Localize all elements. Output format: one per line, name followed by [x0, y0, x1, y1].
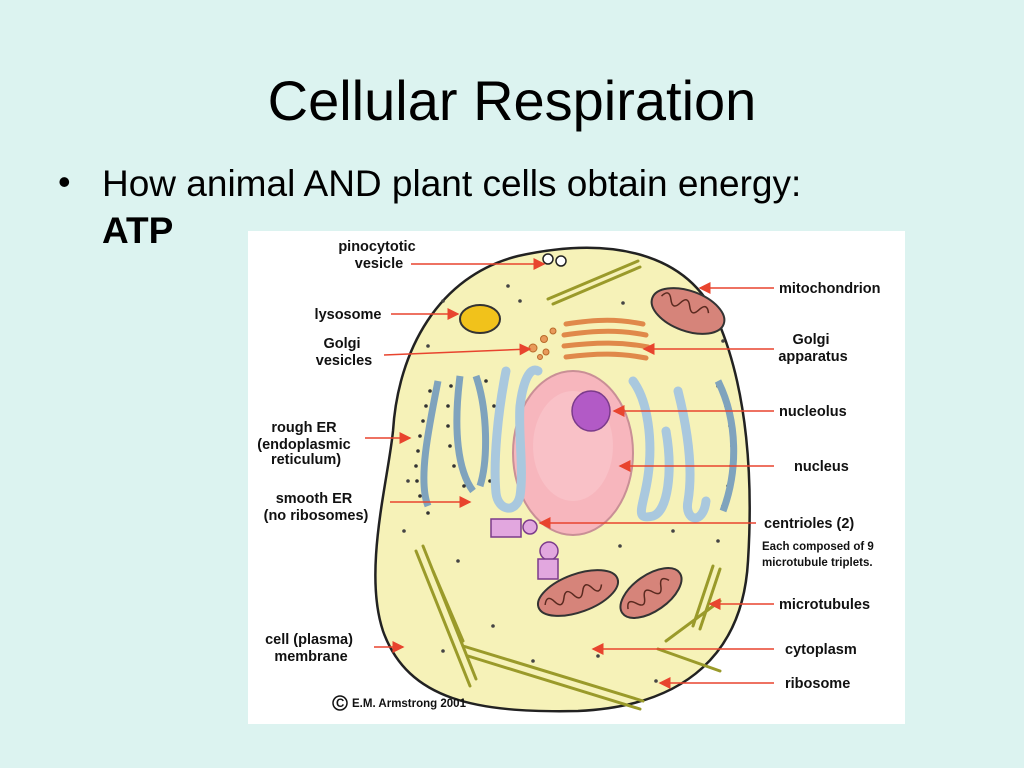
- label-pinocytotic-line2: vesicle: [355, 256, 403, 272]
- label-pinocytotic: pinocytotic vesicle: [338, 239, 419, 272]
- cell-diagram: pinocytotic vesicle lysosome Golgi vesic…: [248, 231, 905, 724]
- label-golgi-apparatus-line1: Golgi: [792, 332, 829, 348]
- label-smooth-er-line1: smooth ER: [276, 491, 353, 507]
- rough-er-right: [714, 379, 738, 513]
- label-ribosome: ribosome: [785, 676, 850, 692]
- centriole-2: [537, 541, 559, 580]
- label-golgi-vesicles: Golgi vesicles: [316, 336, 372, 369]
- label-nucleus: nucleus: [794, 459, 849, 475]
- label-rough-er-line1: rough ER: [271, 420, 337, 436]
- golgi-apparatus: [561, 317, 651, 361]
- label-golgi-apparatus: Golgi apparatus: [778, 332, 847, 365]
- label-cell-membrane: cell (plasma) membrane: [265, 632, 357, 665]
- label-cell-membrane-line2: membrane: [274, 649, 347, 665]
- mitochondrion-right: [619, 567, 683, 619]
- label-rough-er: rough ER (endoplasmic reticulum): [257, 420, 355, 468]
- cytoplasm-ribosomes: [402, 284, 725, 683]
- label-rough-er-line2: (endoplasmic: [257, 437, 350, 453]
- cell-diagram-svg: pinocytotic vesicle lysosome Golgi vesic…: [257, 239, 881, 713]
- mitochondrion-top: [650, 287, 726, 335]
- label-lysosome: lysosome: [315, 307, 382, 323]
- pinocytotic-vesicle: [542, 253, 567, 267]
- nucleus: [512, 370, 634, 536]
- label-golgi-apparatus-line2: apparatus: [778, 349, 847, 365]
- centriole-1: [490, 518, 538, 538]
- bullet-text-bold: ATP: [102, 210, 174, 251]
- label-smooth-er: smooth ER (no ribosomes): [264, 491, 369, 524]
- label-rough-er-line3: reticulum): [271, 452, 341, 468]
- mitochondrion-middle: [537, 569, 619, 617]
- label-golgi-vesicles-line1: Golgi: [323, 336, 360, 352]
- label-mitochondrion: mitochondrion: [779, 281, 881, 297]
- label-cell-membrane-line1: cell (plasma): [265, 632, 353, 648]
- smooth-er: [490, 365, 711, 523]
- bullet-text: How animal AND plant cells obtain energy…: [102, 160, 842, 254]
- copyright-icon: [332, 695, 348, 711]
- microtubules: [414, 259, 722, 711]
- copyright-symbol: C: [336, 698, 344, 710]
- rough-er: [420, 374, 490, 508]
- label-centrioles: centrioles (2): [764, 516, 854, 532]
- bullet-text-plain: How animal AND plant cells obtain energy…: [102, 163, 802, 204]
- label-centrioles-note-line1: Each composed of 9: [762, 541, 874, 553]
- label-centrioles-note: Each composed of 9 microtubule triplets.: [762, 541, 877, 569]
- bullet-dot: •: [58, 161, 71, 202]
- rough-er-ribosomes: [414, 379, 498, 515]
- label-smooth-er-line2: (no ribosomes): [264, 508, 369, 524]
- label-cytoplasm: cytoplasm: [785, 642, 857, 658]
- lysosome: [459, 304, 501, 334]
- credit-text: E.M. Armstrong 2001: [352, 698, 467, 710]
- copyright: C E.M. Armstrong 2001: [332, 695, 467, 711]
- label-centrioles-note-line2: microtubule triplets.: [762, 557, 873, 569]
- label-nucleolus: nucleolus: [779, 404, 847, 420]
- label-microtubules: microtubules: [779, 597, 870, 613]
- label-golgi-vesicles-line2: vesicles: [316, 353, 372, 369]
- slide-title: Cellular Respiration: [267, 69, 757, 132]
- nucleolus: [571, 390, 611, 432]
- pointer-arrows: [365, 258, 774, 689]
- label-pinocytotic-line1: pinocytotic: [338, 239, 415, 255]
